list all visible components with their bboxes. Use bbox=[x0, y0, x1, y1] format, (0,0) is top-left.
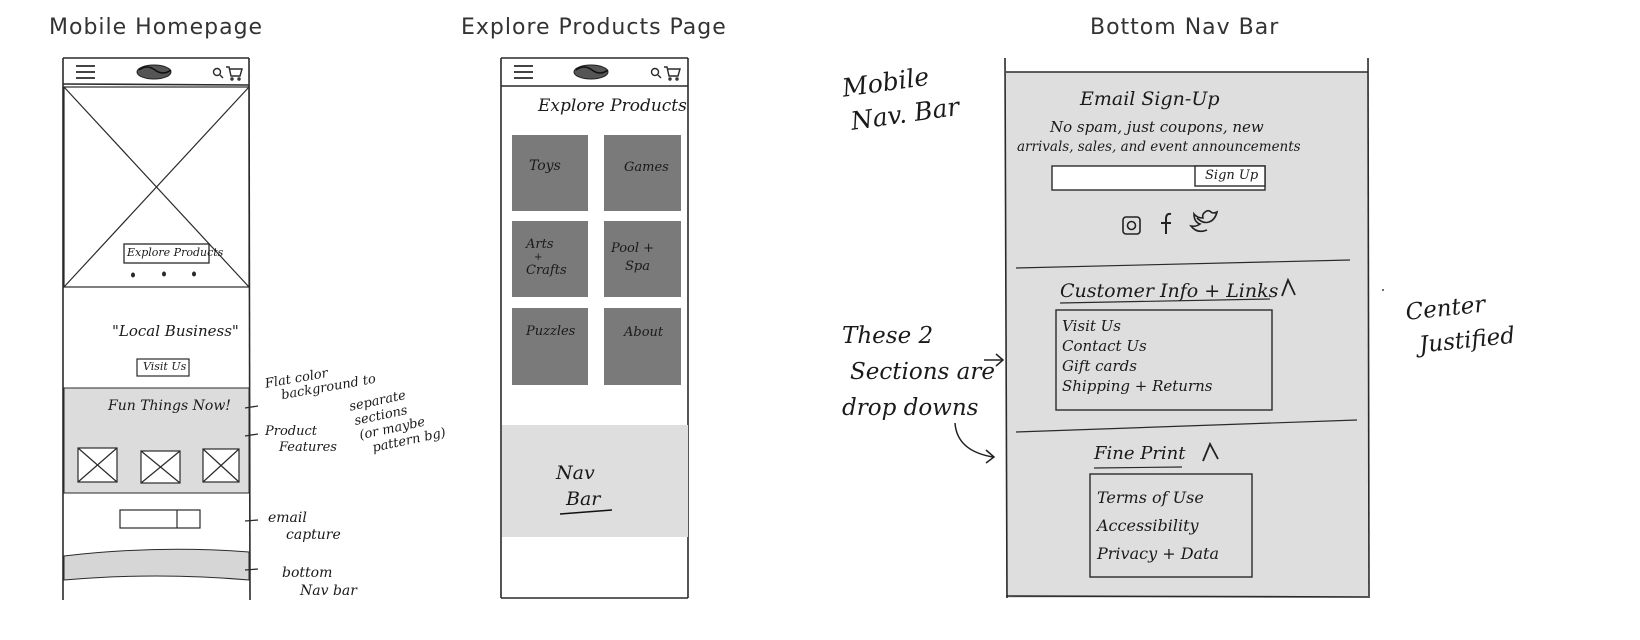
customer-link-shipping-returns[interactable]: Shipping + Returns bbox=[1062, 377, 1213, 395]
customer-link-gift-cards[interactable]: Gift cards bbox=[1062, 357, 1137, 375]
annotation-line: email bbox=[268, 510, 307, 526]
explore-nav-bar-label: Nav Bar bbox=[556, 460, 600, 512]
homepage-cart-icon[interactable] bbox=[226, 66, 243, 81]
fine-print-heading[interactable]: Fine Print bbox=[1094, 443, 1186, 464]
dropdown-annotation-arrows bbox=[954, 353, 1005, 464]
homepage-business-name: "Local Business" bbox=[112, 322, 239, 340]
homepage-explore-button[interactable] bbox=[123, 243, 210, 264]
tile-pool-spa-label[interactable]: Pool + Spa bbox=[611, 240, 654, 276]
explore-heading: Explore Products bbox=[538, 96, 687, 116]
title-explore-products-page: Explore Products Page bbox=[461, 15, 727, 40]
title-mobile-homepage: Mobile Homepage bbox=[49, 15, 264, 40]
title-bottom-nav-bar: Bottom Nav Bar bbox=[1090, 15, 1280, 40]
tile-about-label[interactable]: About bbox=[624, 325, 664, 340]
homepage-menu-icon[interactable] bbox=[76, 65, 95, 79]
annotation-line: Sections are bbox=[850, 359, 995, 385]
fine-print-links-list: Terms of Use Accessibility Privacy + Dat… bbox=[1097, 484, 1219, 568]
annotation-line: capture bbox=[286, 527, 341, 543]
tile-puzzles-label[interactable]: Puzzles bbox=[526, 324, 576, 339]
customer-link-contact-us[interactable]: Contact Us bbox=[1062, 337, 1147, 355]
homepage-product-thumbnails[interactable] bbox=[77, 447, 240, 484]
annotation-line: Product bbox=[265, 424, 317, 439]
homepage-explore-button-label[interactable]: Explore Products bbox=[127, 246, 224, 259]
bottomnav-frame bbox=[1004, 57, 1370, 599]
nav-label-line: Bar bbox=[566, 488, 601, 510]
homepage-carousel-dots[interactable] bbox=[131, 271, 196, 278]
nav-label-line: Nav bbox=[556, 462, 595, 484]
instagram-icon[interactable] bbox=[1122, 216, 1141, 235]
annotation-line: These 2 bbox=[842, 323, 934, 349]
fine-print-dropdown bbox=[1089, 473, 1253, 578]
annotation-line: Nav bar bbox=[300, 583, 357, 599]
explore-phone-frame bbox=[500, 57, 689, 599]
homepage-visit-button[interactable] bbox=[136, 358, 190, 377]
explore-product-tiles[interactable] bbox=[512, 135, 681, 385]
tile-label-line: Arts bbox=[526, 237, 554, 252]
customer-links-dropdown bbox=[1055, 309, 1273, 411]
tile-toys-label[interactable]: Toys bbox=[529, 158, 561, 174]
customer-links-list: Visit Us Contact Us Gift cards Shipping … bbox=[1062, 316, 1213, 396]
tile-label-line: + bbox=[534, 252, 543, 263]
explore-nav-bar-area bbox=[502, 425, 688, 537]
fine-print-link-terms[interactable]: Terms of Use bbox=[1097, 488, 1204, 507]
facebook-icon[interactable] bbox=[1161, 212, 1172, 234]
tile-label-line: Crafts bbox=[526, 263, 567, 278]
homepage-annotation-ticks bbox=[244, 405, 259, 571]
homepage-hero-image bbox=[63, 86, 250, 288]
explore-menu-icon[interactable] bbox=[514, 65, 533, 79]
explore-cart-icon[interactable] bbox=[664, 66, 681, 81]
email-signup-subtitle-2: arrivals, sales, and event announcements bbox=[1017, 139, 1301, 155]
homepage-bottom-nav-band bbox=[63, 548, 250, 581]
annotation-bottom-nav: bottom Nav bar bbox=[282, 564, 357, 600]
tile-label-line: Pool + bbox=[611, 241, 655, 256]
tile-label-line: Spa bbox=[625, 259, 650, 274]
signup-button-label[interactable]: Sign Up bbox=[1205, 168, 1259, 183]
annotation-line: bottom bbox=[282, 565, 333, 581]
customer-info-heading[interactable]: Customer Info + Links bbox=[1060, 280, 1279, 302]
annotation-line: Features bbox=[279, 440, 337, 455]
customer-link-visit-us[interactable]: Visit Us bbox=[1062, 317, 1121, 335]
homepage-logo-icon bbox=[136, 64, 172, 80]
homepage-email-capture-field[interactable] bbox=[119, 509, 201, 529]
customer-info-chevron-up-icon[interactable] bbox=[1281, 277, 1296, 297]
annotation-product-features: Product Features bbox=[265, 424, 337, 456]
fine-print-chevron-up-icon[interactable] bbox=[1202, 441, 1219, 462]
email-signup-subtitle-1: No spam, just coupons, new bbox=[1050, 118, 1264, 136]
bottomnav-signup-button[interactable] bbox=[1194, 165, 1266, 187]
tile-games-label[interactable]: Games bbox=[624, 160, 669, 175]
homepage-visit-button-label[interactable]: Visit Us bbox=[143, 360, 187, 373]
twitter-icon[interactable] bbox=[1189, 209, 1219, 233]
annotation-line: drop downs bbox=[842, 395, 979, 421]
fine-print-link-accessibility[interactable]: Accessibility bbox=[1097, 516, 1199, 535]
fine-print-link-privacy[interactable]: Privacy + Data bbox=[1097, 544, 1220, 563]
homepage-search-icon[interactable] bbox=[212, 67, 224, 79]
homepage-fun-things-heading: Fun Things Now! bbox=[108, 398, 231, 414]
email-signup-title: Email Sign-Up bbox=[1080, 88, 1220, 110]
annotation-email-capture: email capture bbox=[268, 510, 341, 544]
explore-logo-icon bbox=[573, 64, 609, 80]
tile-arts-crafts-label[interactable]: Arts + Crafts bbox=[526, 238, 567, 277]
annotation-center-justified: Center Justified bbox=[1404, 285, 1517, 364]
explore-search-icon[interactable] bbox=[650, 67, 662, 79]
annotation-dropdowns: These 2 Sections are drop downs bbox=[842, 318, 995, 426]
